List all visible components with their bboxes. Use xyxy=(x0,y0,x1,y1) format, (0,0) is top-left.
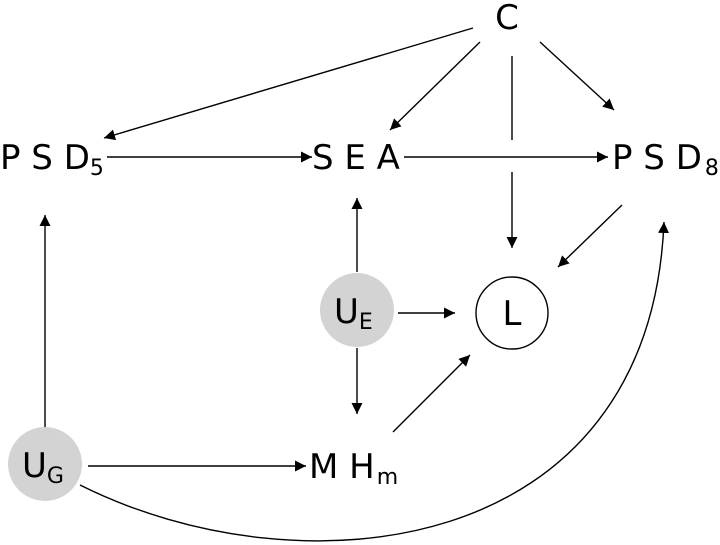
edge-ug-to-psd8 xyxy=(79,221,670,542)
node-ug: UG xyxy=(22,446,64,489)
edge-psd8-to-l xyxy=(557,204,623,268)
node-mhm-label: M H xyxy=(309,447,375,487)
node-c: C xyxy=(495,0,519,38)
node-psd5-subscript: 5 xyxy=(90,156,104,181)
node-ue-label: U xyxy=(334,292,359,332)
node-psd5-label: P S D xyxy=(0,138,90,178)
node-sea: S E A xyxy=(312,138,400,178)
edge-c-to-sea xyxy=(389,41,481,131)
edges xyxy=(39,27,670,542)
node-l-circle xyxy=(475,276,549,350)
node-ug-circle xyxy=(8,427,82,501)
node-ug-subscript: G xyxy=(47,464,64,489)
edge-c-to-psd8 xyxy=(539,41,615,111)
node-l: L xyxy=(503,294,522,334)
node-l-label: L xyxy=(503,294,522,334)
node-ue: UE xyxy=(334,292,373,335)
node-mhm: M Hm xyxy=(309,447,398,490)
node-mhm-subscript: m xyxy=(377,465,398,490)
node-shapes xyxy=(8,273,549,501)
node-ue-circle xyxy=(320,273,394,347)
node-sea-label: S E A xyxy=(312,138,400,178)
node-ue-subscript: E xyxy=(359,310,373,335)
edge-c-to-psd5 xyxy=(103,27,474,141)
node-psd8-label: P S D xyxy=(612,138,702,178)
node-ug-label: U xyxy=(22,446,47,486)
node-psd8-subscript: 8 xyxy=(705,156,719,181)
node-psd5: P S D5 xyxy=(0,138,104,181)
node-c-label: C xyxy=(495,0,519,38)
edge-mhm-to-l xyxy=(392,354,471,433)
